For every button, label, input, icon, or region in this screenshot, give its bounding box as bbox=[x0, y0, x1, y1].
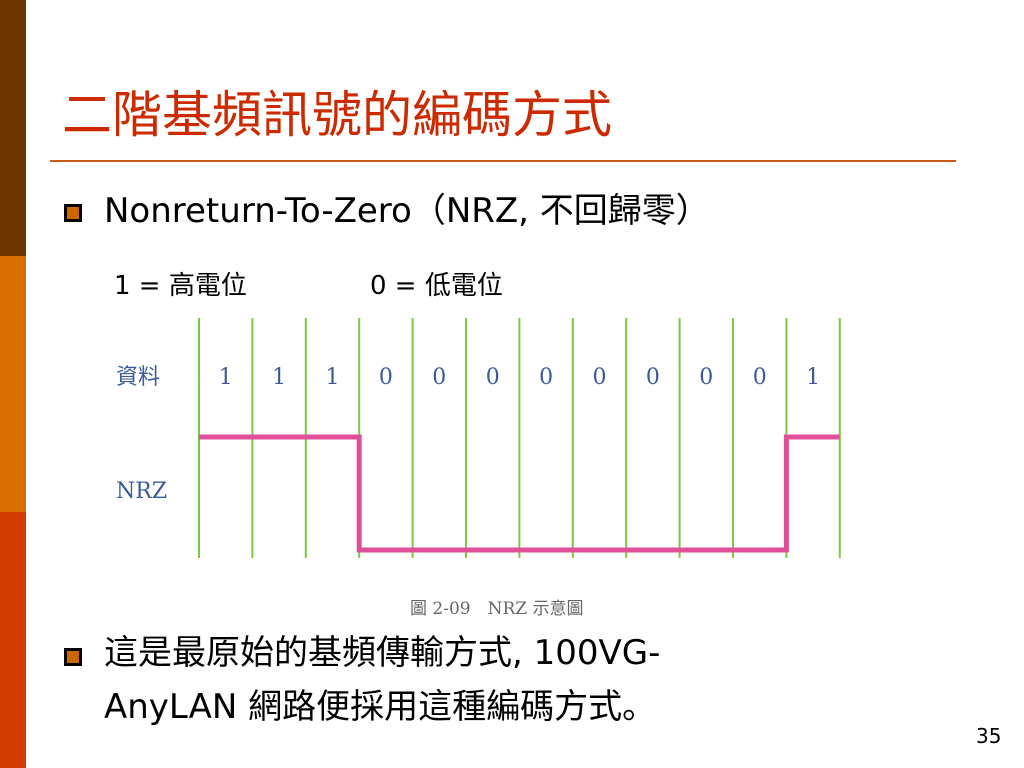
bit-label: 0 bbox=[753, 365, 767, 390]
side-bar-dark bbox=[0, 0, 26, 256]
bit-label: 1 bbox=[326, 365, 340, 390]
bit-label: 0 bbox=[699, 365, 713, 390]
title-divider bbox=[50, 160, 956, 162]
legend-high-level: 1 = 高電位 bbox=[114, 271, 247, 301]
bit-label: 0 bbox=[539, 365, 553, 390]
bullet-square-icon bbox=[64, 204, 82, 222]
side-bar-orange bbox=[0, 256, 26, 512]
bullet-description-line2: AnyLAN 網路便採用這種編碼方式。 bbox=[104, 687, 657, 727]
legend-low-level: 0 = 低電位 bbox=[370, 271, 503, 301]
bullet-square-icon bbox=[64, 648, 82, 666]
nrz-signal-waveform bbox=[199, 434, 840, 553]
row-label-nrz: NRZ bbox=[116, 479, 167, 504]
figure-caption: 圖 2-09 NRZ 示意圖 bbox=[410, 599, 584, 619]
bit-label: 0 bbox=[646, 365, 660, 390]
bit-label: 1 bbox=[806, 365, 820, 390]
bullet-nrz-heading: Nonreturn-To-Zero（NRZ, 不回歸零） bbox=[104, 191, 710, 231]
bit-label: 0 bbox=[486, 365, 500, 390]
bullet-description-line1: 這是最原始的基頻傳輸方式, 100VG- bbox=[104, 633, 661, 673]
bit-label: 0 bbox=[593, 365, 607, 390]
bit-label: 0 bbox=[432, 365, 446, 390]
bit-label: 0 bbox=[379, 365, 393, 390]
slide-title: 二階基頻訊號的編碼方式 bbox=[62, 86, 612, 144]
bit-label: 1 bbox=[272, 365, 286, 390]
bit-label: 1 bbox=[219, 365, 233, 390]
side-bar-red bbox=[0, 512, 26, 768]
grid-lines bbox=[198, 318, 841, 558]
bit-labels: 1 1 1 0 0 0 0 0 0 0 0 1 bbox=[219, 365, 820, 390]
page-number: 35 bbox=[976, 724, 1002, 748]
row-label-data: 資料 bbox=[116, 365, 160, 390]
